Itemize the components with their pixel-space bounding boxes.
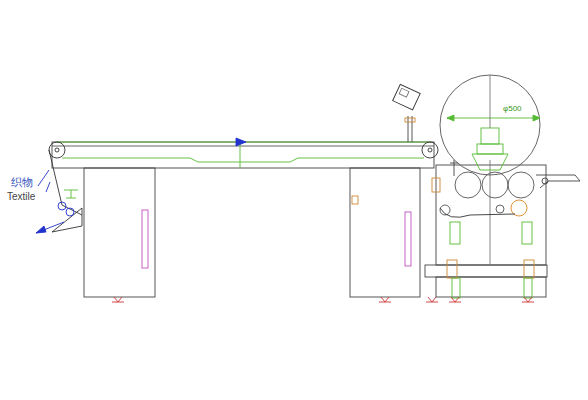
part-label: Textile (6, 191, 36, 202)
part-label-chinese: 织物 (10, 176, 34, 188)
dimension-label: φ500 (502, 105, 523, 114)
